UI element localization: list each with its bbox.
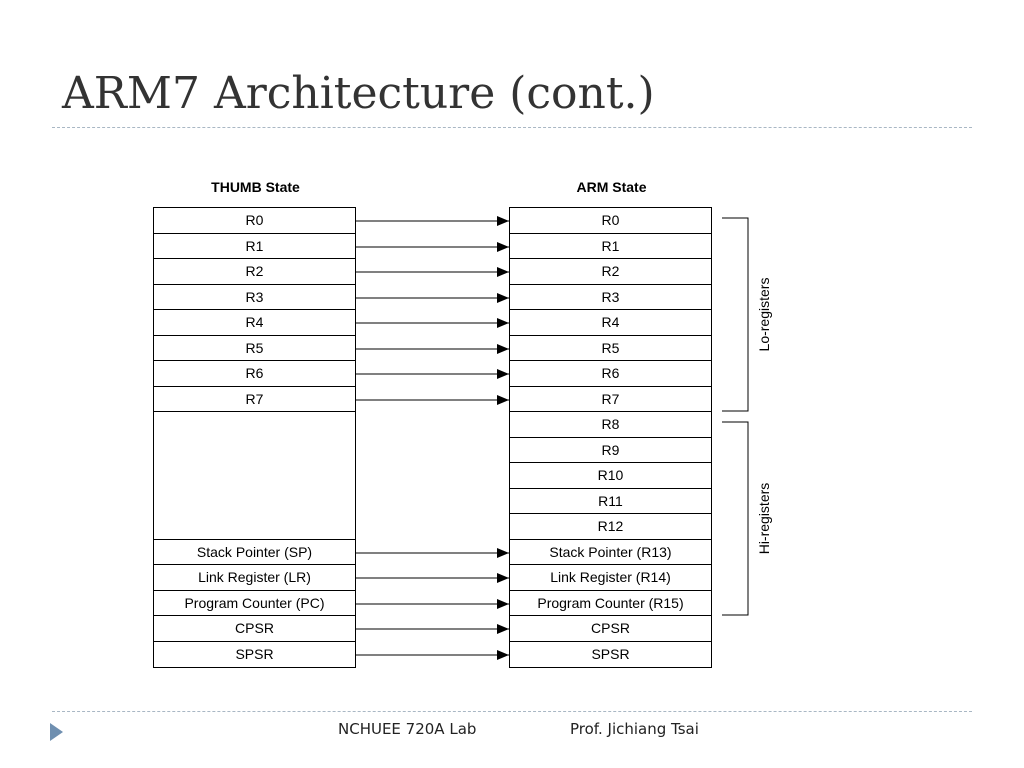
arm-cell-r12: R12 — [510, 514, 711, 540]
thumb-state-header: THUMB State — [211, 179, 300, 195]
footer-author: Prof. Jichiang Tsai — [570, 720, 699, 738]
arm-cell-r7: R7 — [510, 387, 711, 412]
arm-cell-spsr: SPSR — [591, 645, 630, 662]
footer-lab: NCHUEE 720A Lab — [338, 720, 477, 738]
arm-cell-r10: R10 — [510, 463, 711, 489]
lo-registers-bracket — [722, 217, 749, 412]
thumb-cell-r1: R1 — [154, 234, 355, 259]
lo-registers-label: Lo-registers — [756, 278, 772, 352]
arm-cell-stack-pointer-r13: Stack Pointer (R13) — [510, 540, 711, 565]
thumb-cell-r5: R5 — [154, 336, 355, 361]
thumb-cell-cpsr: CPSR — [154, 616, 355, 642]
thumb-cell-r7: R7 — [154, 387, 355, 412]
arm-cell-r9: R9 — [510, 438, 711, 463]
arm-cell-r1: R1 — [510, 234, 711, 259]
thumb-blank-cell — [154, 412, 355, 540]
slide-title: ARM7 Architecture (cont.) — [62, 68, 655, 119]
title-divider — [52, 127, 972, 128]
arm-cell-r4: R4 — [510, 310, 711, 336]
triangle-right-icon[interactable] — [50, 723, 63, 741]
thumb-cell-r2: R2 — [154, 259, 355, 285]
arm-cell-r8: R8 — [510, 412, 711, 438]
thumb-cell-program-counter-pc: Program Counter (PC) — [154, 591, 355, 616]
arm-cell-cpsr: CPSR — [510, 616, 711, 642]
thumb-cell-stack-pointer-sp: Stack Pointer (SP) — [154, 540, 355, 565]
arm-cell-r0: R0 — [510, 208, 711, 234]
thumb-cell-spsr: SPSR — [235, 645, 274, 662]
arm-cell-r6: R6 — [510, 361, 711, 387]
thumb-cell-r3: R3 — [154, 285, 355, 310]
arm-cell-r5: R5 — [510, 336, 711, 361]
arm-cell-r2: R2 — [510, 259, 711, 285]
arm-cell-link-register-r14: Link Register (R14) — [510, 565, 711, 591]
thumb-cell-link-register-lr: Link Register (LR) — [154, 565, 355, 591]
thumb-cell-r4: R4 — [154, 310, 355, 336]
arm-cell-program-counter-r15: Program Counter (R15) — [510, 591, 711, 616]
thumb-cell-r6: R6 — [154, 361, 355, 387]
arm-cell-r11: R11 — [510, 489, 711, 514]
hi-registers-label: Hi-registers — [756, 483, 772, 555]
arm-cell-r3: R3 — [510, 285, 711, 310]
arm-state-header: ARM State — [576, 179, 647, 195]
thumb-cell-r0: R0 — [154, 208, 355, 234]
hi-registers-bracket — [722, 421, 749, 616]
footer-divider — [52, 711, 972, 712]
